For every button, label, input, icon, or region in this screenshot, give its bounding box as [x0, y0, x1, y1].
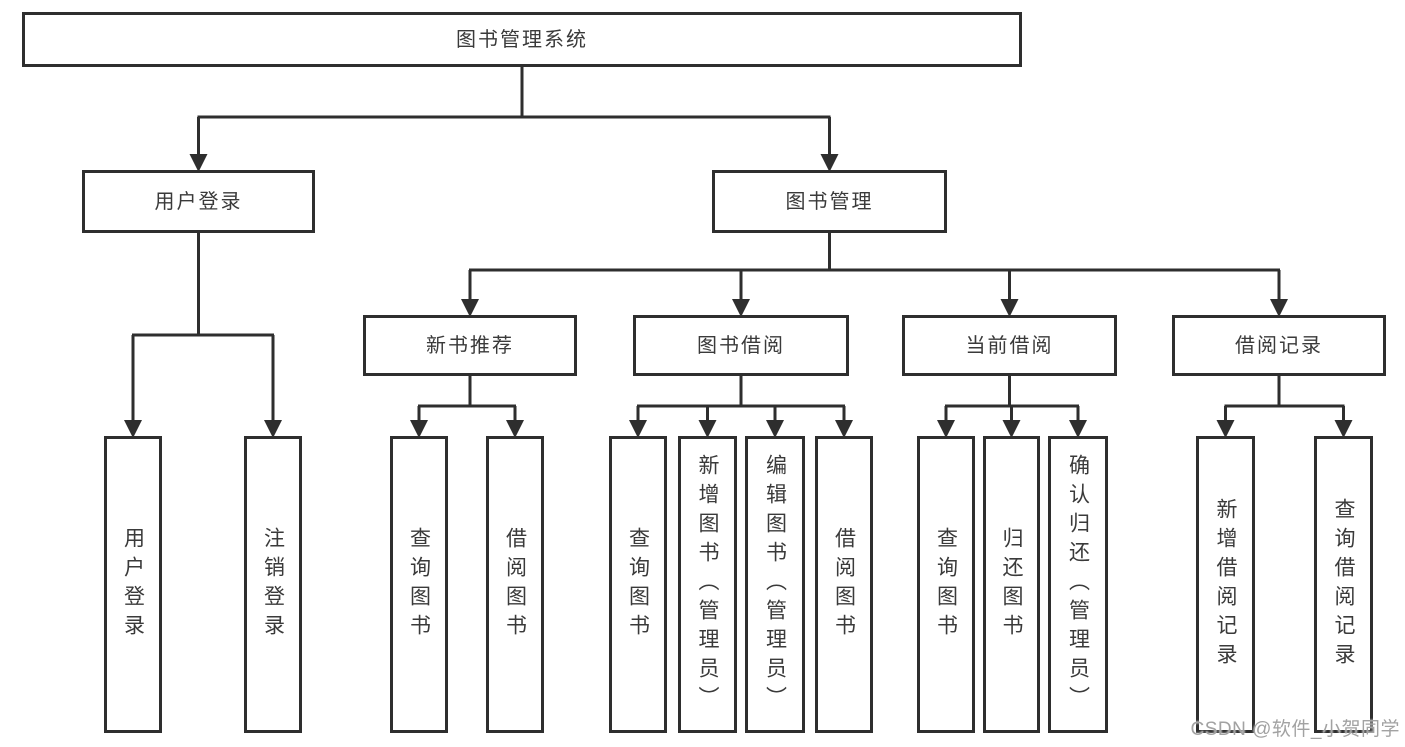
arrowhead-icon [506, 420, 524, 438]
arrowhead-icon [732, 299, 750, 317]
node-v-user-login: 用户登录 [104, 436, 162, 733]
node-v-add-book: 新增图书（管理员） [678, 436, 737, 733]
arrowhead-icon [937, 420, 955, 438]
node-v-add-borrow-record: 新增借阅记录 [1196, 436, 1255, 733]
arrowhead-icon [820, 154, 839, 172]
node-v-query-book-2: 查询图书 [609, 436, 667, 733]
arrowhead-icon [1000, 299, 1019, 317]
node-user-login: 用户登录 [82, 170, 315, 233]
arrowhead-icon [461, 299, 479, 317]
node-v-borrow-book-1: 借阅图书 [486, 436, 544, 733]
arrowhead-icon [766, 420, 784, 438]
arrowhead-icon [1270, 299, 1288, 317]
arrowhead-icon [1334, 420, 1353, 438]
node-v-logout: 注销登录 [244, 436, 302, 733]
arrowhead-icon [1002, 420, 1021, 438]
arrowhead-icon [264, 420, 282, 438]
node-root: 图书管理系统 [22, 12, 1022, 67]
arrowhead-icon [1069, 420, 1087, 438]
arrowhead-icon [1216, 420, 1235, 438]
arrowhead-icon [698, 420, 717, 438]
watermark: CSDN @软件_小贺同学 [1190, 719, 1400, 740]
node-v-edit-book: 编辑图书（管理员） [745, 436, 805, 733]
node-borrowing-records: 借阅记录 [1172, 315, 1386, 376]
node-current-borrowing: 当前借阅 [902, 315, 1117, 376]
node-v-query-book-1: 查询图书 [390, 436, 448, 733]
node-book-management: 图书管理 [712, 170, 947, 233]
arrowhead-icon [835, 420, 853, 438]
node-new-book-recommend: 新书推荐 [363, 315, 577, 376]
arrowhead-icon [189, 154, 208, 172]
node-book-borrowing: 图书借阅 [633, 315, 849, 376]
node-v-query-book-3: 查询图书 [917, 436, 975, 733]
node-v-query-borrow-record: 查询借阅记录 [1314, 436, 1373, 733]
arrowhead-icon [410, 420, 428, 438]
arrowhead-icon [124, 420, 142, 438]
node-v-borrow-book-2: 借阅图书 [815, 436, 873, 733]
node-v-confirm-return: 确认归还（管理员） [1048, 436, 1108, 733]
node-v-return-book: 归还图书 [983, 436, 1040, 733]
arrowhead-icon [629, 420, 647, 438]
